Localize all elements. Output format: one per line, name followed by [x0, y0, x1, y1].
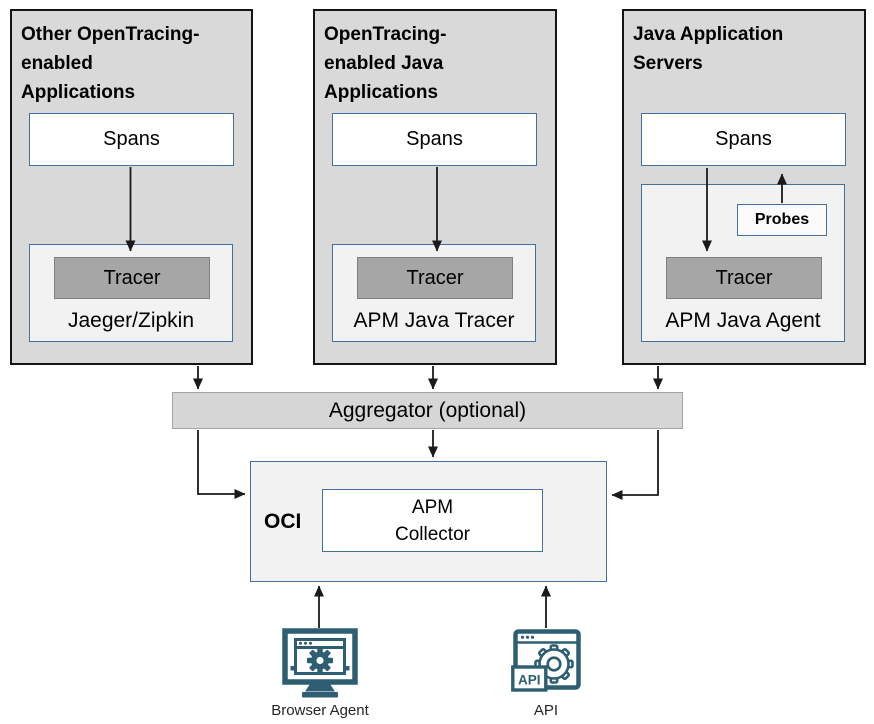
column-java-application-servers: Java Application Servers Spans Probes Tr… — [622, 9, 866, 365]
arrow-left-elbow-to-oci — [197, 430, 246, 499]
runtime-container-apm-java-agent: Probes Tracer APM Java Agent — [641, 184, 845, 342]
apm-collector-box: APM Collector — [322, 489, 543, 552]
browser-agent-icon — [282, 628, 358, 702]
oci-box: OCI APM Collector — [250, 461, 607, 582]
api-icon: API — [511, 629, 581, 693]
spans-box: Spans — [29, 113, 234, 166]
runtime-container-apm-java-tracer: Tracer APM Java Tracer — [332, 244, 536, 342]
runtime-container-jaeger-zipkin: Tracer Jaeger/Zipkin — [29, 244, 233, 342]
gear-icon — [307, 647, 333, 674]
column-title: Java Application Servers — [633, 24, 784, 74]
column-other-opentracing-apps: Other OpenTracing- enabled Applications … — [10, 9, 253, 365]
column-title: Other OpenTracing- enabled Applications — [21, 24, 200, 103]
arrow-right-elbow-to-oci — [611, 430, 659, 500]
aggregator-bar: Aggregator (optional) — [172, 392, 683, 429]
tracer-box: Tracer — [357, 257, 513, 299]
runtime-label: APM Java Agent — [665, 309, 821, 332]
runtime-label: APM Java Tracer — [353, 309, 515, 332]
spans-box: Spans — [332, 113, 537, 166]
browser-agent-caption: Browser Agent — [271, 702, 369, 719]
api-badge-text: API — [518, 673, 541, 688]
runtime-label: Jaeger/Zipkin — [67, 309, 195, 332]
api-badge: API — [511, 665, 548, 692]
api-caption: API — [533, 702, 559, 719]
oci-label: OCI — [264, 509, 302, 533]
spans-box: Spans — [641, 113, 846, 166]
probes-box: Probes — [737, 204, 827, 236]
browser-window-icon: API — [511, 629, 581, 692]
tracer-box: Tracer — [54, 257, 210, 299]
tracer-box: Tracer — [666, 257, 822, 299]
monitor-icon — [282, 628, 358, 698]
column-opentracing-java-apps: OpenTracing- enabled Java Applications S… — [313, 9, 557, 365]
column-title: OpenTracing- enabled Java Applications — [324, 24, 447, 103]
